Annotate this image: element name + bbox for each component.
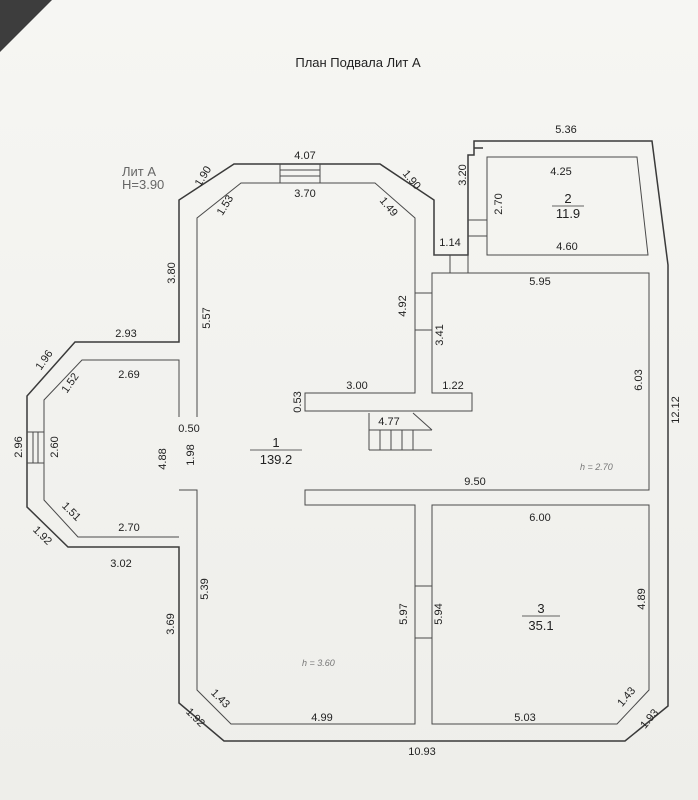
plan-title: План Подвала Лит А: [295, 55, 421, 70]
dim-5-36: 5.36: [555, 124, 576, 136]
room2-inner-wall: [486, 156, 649, 256]
dim-2-60: 2.60: [49, 436, 61, 457]
dim-1-90-left: 1.90: [193, 164, 215, 189]
dim-1-92-left: 1.92: [30, 524, 54, 548]
dim-4-99: 4.99: [311, 712, 332, 724]
lit-name: Лит А: [122, 164, 156, 179]
room2-area: 11.9: [556, 206, 580, 221]
room3-inner-wall: [431, 504, 650, 725]
dim-4-07: 4.07: [294, 150, 315, 162]
dim-6-03: 6.03: [633, 369, 645, 390]
partition-upper: [415, 292, 432, 331]
dim-1-43-left: 1.43: [208, 687, 232, 711]
dim-10-93: 10.93: [408, 746, 436, 758]
dim-9-50: 9.50: [464, 476, 485, 488]
dim-5-57: 5.57: [201, 307, 213, 328]
left-bay-inner-wall: [43, 359, 180, 538]
dim-3-80: 3.80: [166, 262, 178, 283]
staircase: [368, 412, 433, 451]
dim-4-89: 4.89: [636, 588, 648, 609]
room1-upper-inner-wall: [179, 182, 650, 725]
dim-2-70: 2.70: [118, 522, 139, 534]
dim-1-93: 1.93: [638, 707, 661, 731]
outer-wall: [26, 140, 669, 742]
dim-1-98: 1.98: [185, 444, 197, 465]
room3-area: 35.1: [528, 618, 553, 633]
dim-1-22: 1.22: [442, 380, 463, 392]
dim-3-69: 3.69: [165, 613, 177, 634]
dim-3-70: 3.70: [294, 188, 315, 200]
dim-3-20: 3.20: [457, 164, 469, 185]
dim-3-02: 3.02: [110, 558, 131, 570]
dim-2-70-room2: 2.70: [493, 193, 505, 214]
dim-0-53: 0.53: [292, 391, 304, 412]
dim-1-14: 1.14: [439, 237, 460, 249]
dim-2-96: 2.96: [13, 436, 25, 457]
dim-12-12: 12.12: [670, 396, 682, 424]
dim-5-03: 5.03: [514, 712, 535, 724]
dim-5-39: 5.39: [199, 578, 211, 599]
passage-room2: [434, 219, 487, 273]
window-left: [27, 431, 44, 464]
dim-3-41: 3.41: [434, 324, 446, 345]
dim-1-49: 1.49: [377, 195, 400, 219]
dim-1-53: 1.53: [215, 193, 237, 218]
partition-1-3: [415, 585, 432, 639]
dim-5-94: 5.94: [433, 603, 445, 624]
dim-4-77: 4.77: [378, 416, 399, 428]
dim-4-92: 4.92: [397, 295, 409, 316]
dim-5-97: 5.97: [398, 603, 410, 624]
dim-1-92-bottom: 1.92: [183, 706, 207, 730]
dim-2-69: 2.69: [118, 369, 139, 381]
dim-4-60: 4.60: [556, 241, 577, 253]
dim-2-93: 2.93: [115, 328, 136, 340]
height-note-bottom: h = 3.60: [302, 658, 335, 668]
room1-number: 1: [272, 435, 279, 450]
room2-number: 2: [564, 191, 571, 206]
dim-1-96: 1.96: [33, 348, 55, 372]
dim-3-00: 3.00: [346, 380, 367, 392]
lit-height: H=3.90: [122, 177, 164, 192]
dim-4-88: 4.88: [157, 448, 169, 469]
height-note-right: h = 2.70: [580, 462, 613, 472]
room1-area: 139.2: [260, 452, 293, 467]
window-top: [279, 164, 321, 183]
room3-number: 3: [537, 601, 544, 616]
dim-0-50: 0.50: [178, 423, 199, 435]
dim-4-25: 4.25: [550, 166, 571, 178]
dim-6-00: 6.00: [529, 512, 550, 524]
dim-5-95: 5.95: [529, 276, 550, 288]
dim-1-52: 1.52: [59, 371, 81, 395]
page-corner-fold: [0, 0, 52, 52]
